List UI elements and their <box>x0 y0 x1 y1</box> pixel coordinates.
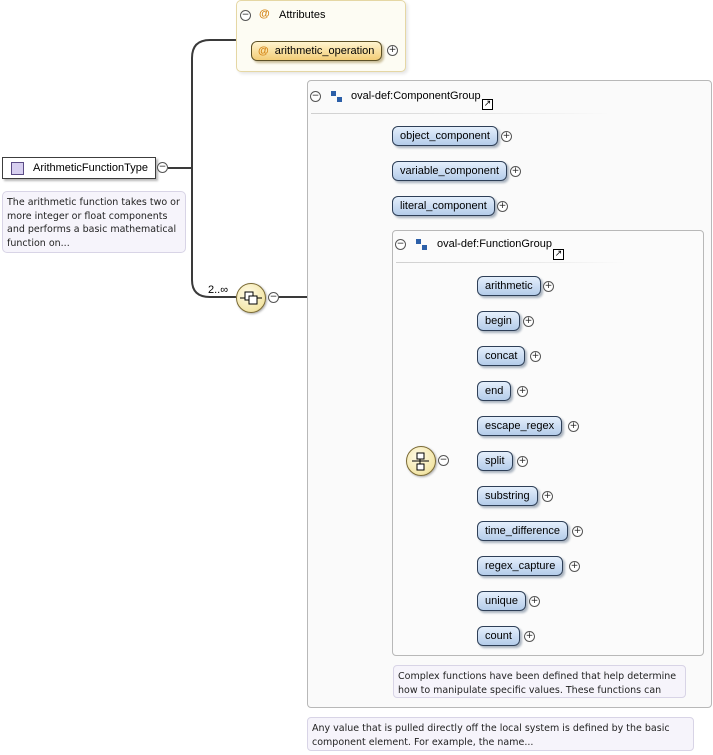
group-blocks-icon <box>331 91 343 103</box>
complex-type-icon <box>11 162 24 175</box>
attribute-at-icon: @ <box>258 45 269 57</box>
function-group-reference-icon[interactable]: ↗ <box>553 249 564 260</box>
collapse-attributes-icon[interactable]: − <box>240 10 251 21</box>
component-group-reference-icon[interactable]: ↗ <box>482 99 493 110</box>
collapse-sequence-icon[interactable]: − <box>268 292 279 303</box>
sequence-cardinality: 2..∞ <box>208 284 229 296</box>
element-end[interactable]: end <box>477 381 512 401</box>
attribute-label: arithmetic_operation <box>274 45 375 57</box>
expand-unique-icon[interactable]: + <box>529 596 540 607</box>
element-time-difference[interactable]: time_difference <box>477 521 569 541</box>
attributes-title: Attributes <box>279 9 326 21</box>
element-split[interactable]: split <box>477 451 513 471</box>
expand-variable-component-icon[interactable]: + <box>510 166 521 177</box>
collapse-component-group-icon[interactable]: − <box>310 91 321 102</box>
element-begin[interactable]: begin <box>477 311 520 331</box>
collapse-type-icon[interactable]: − <box>157 162 168 173</box>
expand-begin-icon[interactable]: + <box>523 316 534 327</box>
expand-arithmetic-icon[interactable]: + <box>543 281 554 292</box>
element-arithmetic[interactable]: arithmetic <box>477 276 541 296</box>
group-divider <box>396 262 626 263</box>
expand-split-icon[interactable]: + <box>517 456 528 467</box>
type-name: ArithmeticFunctionType <box>33 162 148 174</box>
function-group-annotation: Complex functions have been defined that… <box>393 665 686 698</box>
attributes-at-icon: @ <box>259 8 270 20</box>
element-literal-component[interactable]: literal_component <box>392 196 495 216</box>
collapse-function-choice-icon[interactable]: − <box>438 455 449 466</box>
group-divider <box>311 113 611 114</box>
type-node[interactable]: ArithmeticFunctionType <box>2 157 156 179</box>
element-unique[interactable]: unique <box>477 591 527 611</box>
expand-escape-regex-icon[interactable]: + <box>568 421 579 432</box>
collapse-function-group-icon[interactable]: − <box>395 239 406 250</box>
attribute-arithmetic-operation[interactable]: @ arithmetic_operation <box>251 41 383 61</box>
expand-concat-icon[interactable]: + <box>530 351 541 362</box>
sequence-compositor-icon[interactable] <box>236 283 266 313</box>
element-count[interactable]: count <box>477 626 520 646</box>
element-concat[interactable]: concat <box>477 346 526 366</box>
element-object-component[interactable]: object_component <box>392 126 498 146</box>
element-substring[interactable]: substring <box>477 486 538 506</box>
type-annotation: The arithmetic function takes two or mor… <box>2 191 186 253</box>
group-blocks-icon <box>416 239 428 251</box>
expand-time-difference-icon[interactable]: + <box>572 526 583 537</box>
element-regex-capture[interactable]: regex_capture <box>477 556 564 576</box>
expand-object-component-icon[interactable]: + <box>501 131 512 142</box>
expand-regex-capture-icon[interactable]: + <box>569 561 580 572</box>
expand-substring-icon[interactable]: + <box>542 491 553 502</box>
expand-end-icon[interactable]: + <box>517 386 528 397</box>
expand-attribute-icon[interactable]: + <box>387 45 398 56</box>
choice-compositor-icon[interactable] <box>406 446 436 476</box>
element-variable-component[interactable]: variable_component <box>392 161 508 181</box>
element-escape-regex[interactable]: escape_regex <box>477 416 563 436</box>
expand-count-icon[interactable]: + <box>524 631 535 642</box>
component-group-annotation: Any value that is pulled directly off th… <box>307 717 694 751</box>
expand-literal-component-icon[interactable]: + <box>497 201 508 212</box>
component-group-label: oval-def:ComponentGroup <box>351 90 481 102</box>
function-group-frame <box>392 230 704 656</box>
attributes-panel: − @ Attributes @ arithmetic_operation + <box>236 0 406 72</box>
function-group-label: oval-def:FunctionGroup <box>437 238 552 250</box>
